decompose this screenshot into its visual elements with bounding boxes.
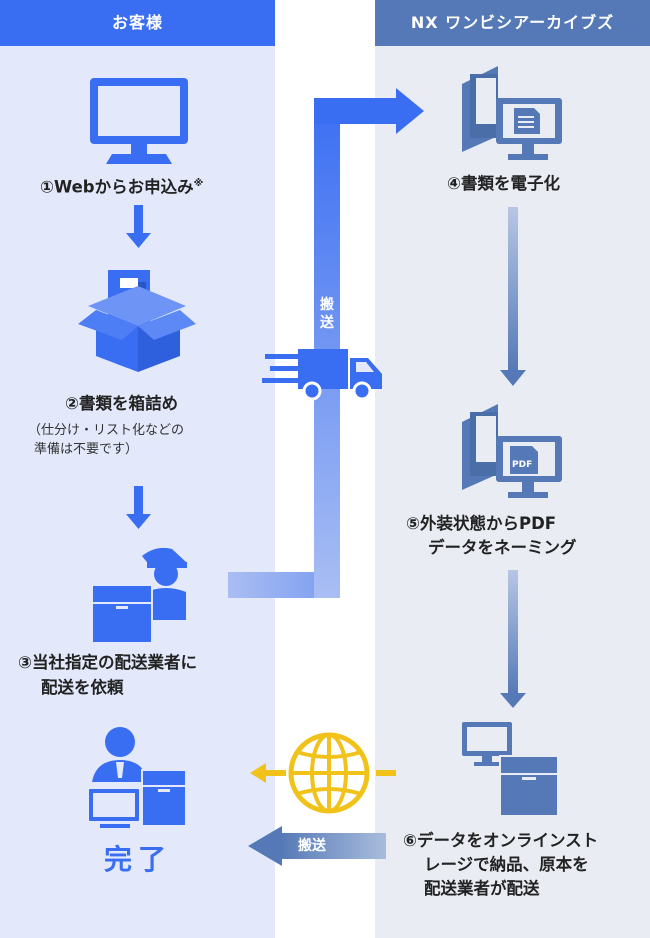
transport-arrow — [228, 88, 424, 598]
down-arrow-4 — [500, 570, 526, 708]
step1-note: ※ — [193, 178, 204, 189]
document-scan-icon — [462, 66, 562, 160]
pdf-badge: PDF — [512, 460, 532, 470]
step5-line1: ⑤外装状態からPDF — [406, 514, 557, 533]
step4-label: ④書類を電子化 — [447, 174, 560, 193]
monitor-icon — [90, 78, 188, 164]
delivery-person-icon — [91, 547, 187, 644]
transport-label-horizontal: 搬送 — [298, 838, 326, 854]
down-arrow-1 — [126, 205, 151, 248]
user-complete-icon — [87, 727, 187, 828]
globe-icon — [250, 731, 396, 815]
return-arrow — [248, 826, 386, 866]
nx-header: NX ワンビシアーカイブズ — [375, 0, 650, 46]
step1-label: ①Webからお申込み※ — [40, 172, 203, 199]
step5-line2: データをネーミング — [428, 538, 577, 557]
step1-text: ①Webからお申込み — [40, 177, 194, 197]
step3-line1: ③当社指定の配送業者に — [18, 653, 197, 672]
step2-label: ②書類を箱詰め — [65, 394, 178, 413]
transport-label-vertical: 搬送 — [320, 297, 334, 331]
truck-icon — [262, 349, 382, 401]
step6-line1: ⑥データをオンラインスト — [403, 831, 599, 850]
step3-line2: 配送を依頼 — [41, 678, 124, 697]
pdf-scan-icon: PDF — [462, 404, 562, 498]
step2-sub2: 準備は不要です） — [34, 442, 139, 457]
step6-line2: レージで納品、原本を — [424, 855, 589, 874]
storage-icon — [462, 722, 559, 817]
customer-header: お客様 — [0, 0, 275, 46]
step2-sub1: （仕分け・リスト化などの — [28, 423, 185, 438]
down-arrow-3 — [500, 207, 526, 386]
down-arrow-2 — [126, 486, 151, 529]
done-label: 完了 — [104, 843, 173, 876]
step6-line3: 配送業者が配送 — [424, 879, 540, 898]
box-icon — [78, 270, 196, 372]
